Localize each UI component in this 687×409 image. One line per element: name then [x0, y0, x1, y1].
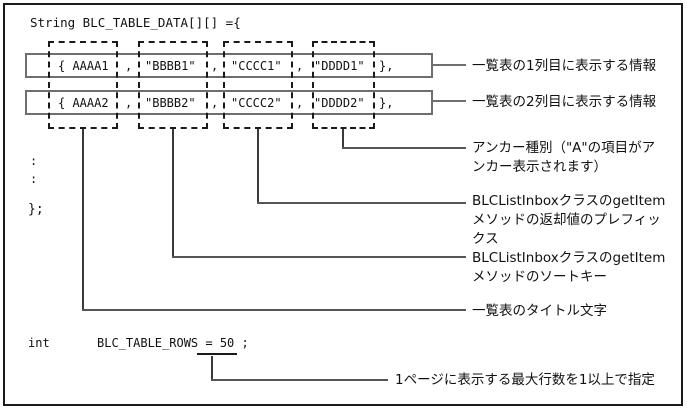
annotation-title-text: 一覧表のタイトル文字 — [472, 303, 607, 319]
annotation-column1-info: 一覧表の1列目に表示する情報 — [472, 58, 657, 74]
row1-comma-3: , — [296, 59, 304, 73]
connector-col2-vertical — [172, 129, 174, 256]
annotation-anchor-type: アンカー種別（"A"の項目がア ンカー表示されます） — [472, 140, 656, 175]
value-underline — [197, 353, 237, 355]
code-declaration: String BLC_TABLE_DATA[][] ={ — [30, 15, 241, 30]
connector-rows-horizontal — [211, 379, 388, 381]
connector-col3-horizontal — [257, 202, 466, 204]
annotation-getitem-sortkey: BLCListInboxクラスのgetItem メソッドのソートキー — [472, 250, 666, 285]
annotation-max-rows: 1ページに表示する最大行数を1以上で指定 — [395, 372, 655, 388]
row1-cell-d: "DDDD1" — [314, 59, 365, 73]
connector-col1-vertical — [82, 129, 84, 309]
row2-cell-b: "BBBB2" — [145, 96, 196, 110]
row1-comma-1: , — [125, 59, 133, 73]
code-ellipsis: : : — [30, 154, 38, 186]
annotation-getitem-prefix: BLCListInboxクラスのgetItem メソッドの返却値のプレフィッ ク… — [472, 193, 666, 247]
row1-cell-c: "CCCC1" — [231, 59, 282, 73]
row2-cell-d: "DDDD2" — [314, 96, 365, 110]
row2-cell-c: "CCCC2" — [231, 96, 282, 110]
connector-col4-horizontal — [342, 147, 466, 149]
code-array-close: }; — [28, 202, 44, 217]
code-int-keyword: int — [28, 336, 50, 350]
row-2-box — [25, 90, 433, 115]
code-rows-statement: BLC_TABLE_ROWS = 50 ; — [97, 336, 249, 350]
row-1-box — [25, 53, 433, 78]
row2-cell-a: { AAAA2 — [58, 96, 109, 110]
dashed-column-3 — [223, 41, 293, 129]
connector-rows-vertical — [211, 356, 213, 379]
dashed-column-1 — [48, 41, 118, 129]
connector-col1-horizontal — [82, 309, 466, 311]
row1-cell-b: "BBBB1" — [145, 59, 196, 73]
connector-col3-vertical — [257, 129, 259, 202]
outer-border — [3, 3, 683, 406]
row2-comma-1: , — [125, 96, 133, 110]
row1-close-brace: }, — [379, 59, 394, 73]
dashed-column-2 — [138, 41, 208, 129]
annotation-column2-info: 一覧表の2列目に表示する情報 — [472, 94, 657, 110]
connector-col2-horizontal — [172, 256, 466, 258]
connector-row1 — [433, 64, 466, 66]
row2-comma-3: , — [296, 96, 304, 110]
row1-comma-2: , — [211, 59, 219, 73]
dashed-column-4 — [312, 41, 375, 129]
row2-comma-2: , — [211, 96, 219, 110]
connector-row2 — [433, 100, 466, 102]
row2-close-brace: }, — [379, 96, 394, 110]
row1-cell-a: { AAAA1 — [58, 59, 109, 73]
connector-col4-vertical — [342, 129, 344, 147]
